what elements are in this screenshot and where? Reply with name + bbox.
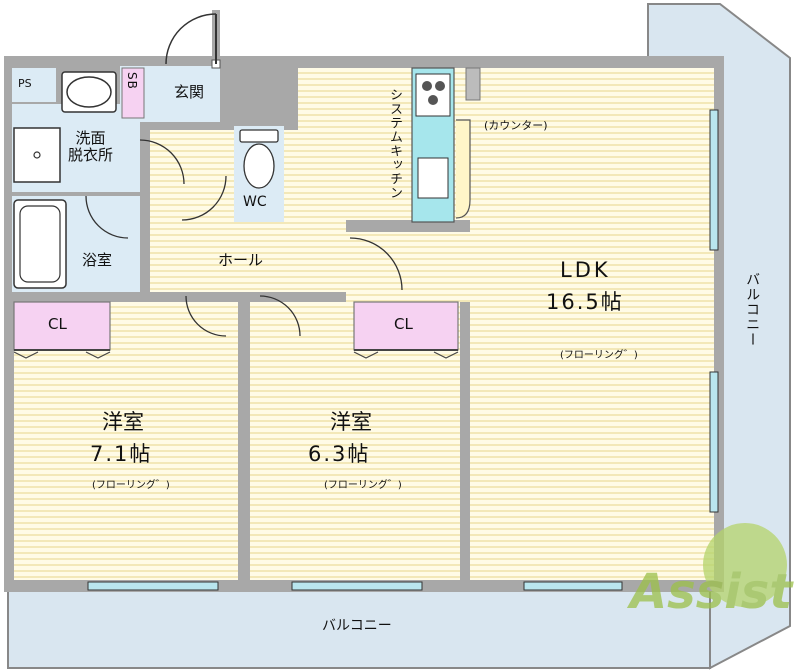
window-ldk-right-1 [709,109,719,251]
ldk-pillar [465,67,481,101]
balcony-bottom-label: バルコニー [322,618,392,634]
ldk-door-swing [349,237,403,291]
toilet-tank [239,129,279,143]
logo-text: Assist [626,564,794,620]
ldk-floor-type: (フローリング゛) [560,350,638,361]
sb-label: SB [124,72,139,90]
bath-door-swing [85,195,129,239]
hall-floor-2 [346,232,470,292]
closet-2-label: CL [394,315,413,333]
window-room2 [291,581,423,591]
western-1-floor-type: (フローリング゛) [92,480,170,491]
wc-door-swing [181,175,227,221]
ldk-lower-floor [346,292,470,302]
western-2-size: 6.3帖 [308,442,371,466]
counter-label: (カウンター) [484,119,548,132]
washroom-label: 洗面 脱衣所 [68,129,114,165]
closet-2 [353,301,459,351]
room1-door-swing [185,295,227,337]
window-ldk-bottom [523,581,623,591]
window-room1 [87,581,219,591]
room2-door-swing [259,295,301,337]
sb-cabinet [121,67,145,119]
washer-pan [13,127,61,183]
entrance-label: 玄関 [174,83,205,101]
sink [417,157,449,199]
western-2-floor-type: (フローリング゛) [324,480,402,491]
washroom-door-swing [139,139,185,185]
counter-curve [455,119,471,219]
ldk-size: 16.5帖 [546,290,624,314]
wc-label: WC [243,194,267,210]
western-1-size: 7.1帖 [90,442,153,466]
assist-logo: Assist [626,523,794,620]
entrance-door-swing [165,13,217,65]
balcony-side-label: バルコニー [744,272,761,347]
western-1-name: 洋室 [102,410,144,434]
western-2-name: 洋室 [330,410,372,434]
closet-1 [13,301,111,351]
kitchen-label: システムキッチン [386,88,402,200]
ldk-name: LDK [560,258,611,282]
toilet-bowl [243,143,275,189]
ps-label: PS [18,77,32,90]
closet-1-label: CL [48,315,67,333]
ps-area [12,68,56,102]
ldk-floor [470,68,714,580]
bath-label: 浴室 [82,251,113,269]
hall-label: ホール [218,251,264,269]
window-ldk-right-2 [709,371,719,513]
